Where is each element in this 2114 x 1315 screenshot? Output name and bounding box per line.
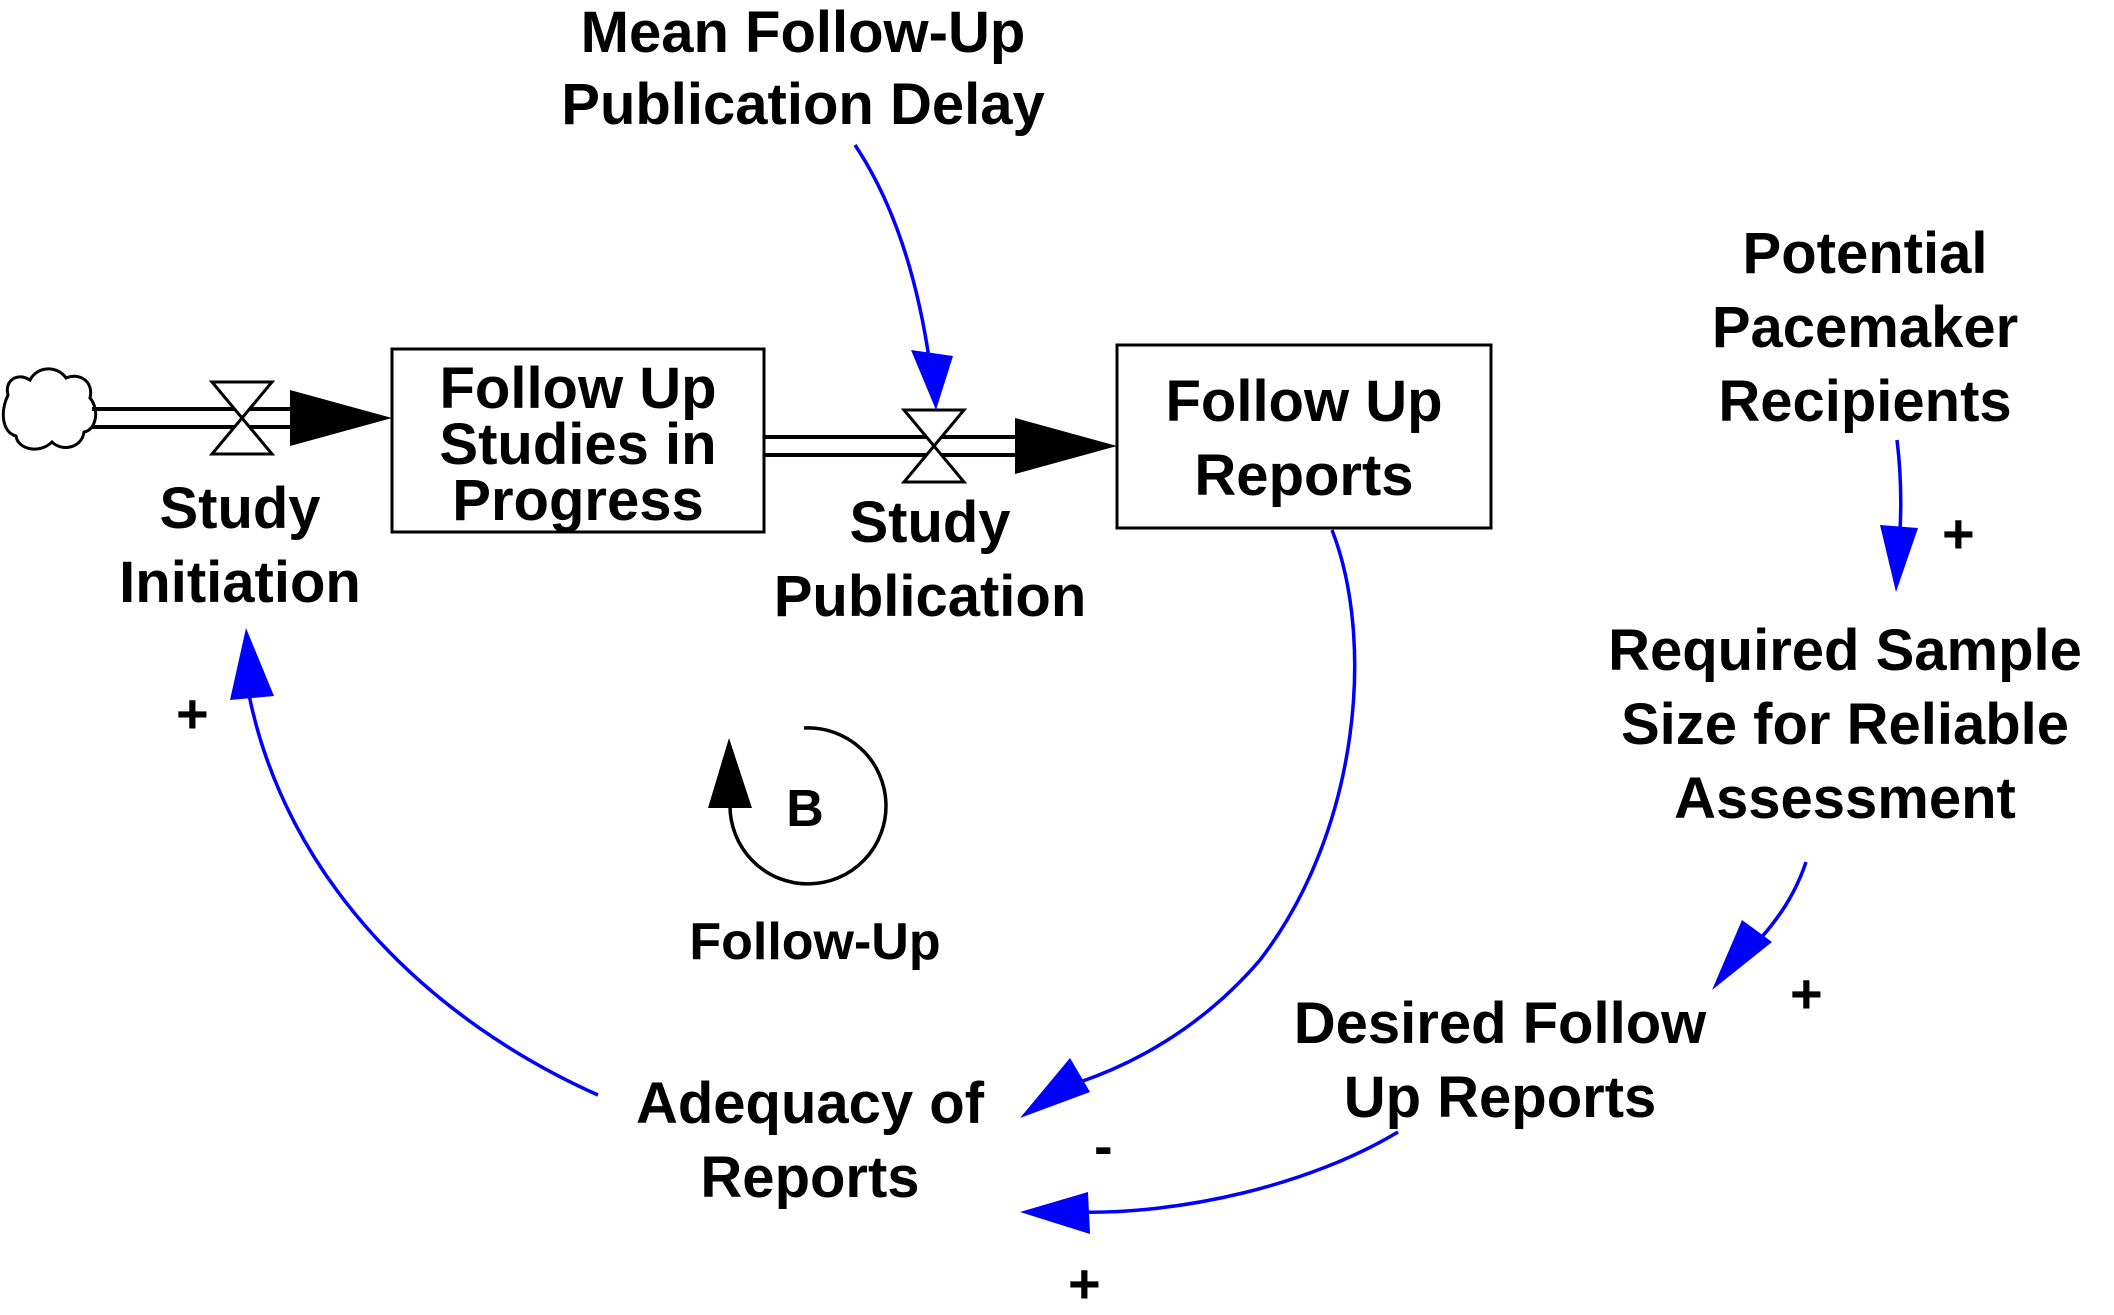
label-study-publication[interactable]: Study Publication xyxy=(773,490,1087,629)
arrowhead-desired-to-adequacy xyxy=(1020,1192,1090,1234)
label-mean-delay[interactable]: Mean Follow-Up Publication Delay xyxy=(561,0,1045,137)
link-desired-to-adequacy xyxy=(1074,1130,1399,1214)
study-initiation-valve-icon[interactable] xyxy=(208,380,276,456)
polarity-sample-to-desired: + xyxy=(1790,962,1823,1025)
arrowhead-sample-to-desired xyxy=(1712,920,1772,990)
polarity-recipients-to-sample: + xyxy=(1942,502,1975,565)
arrowhead-delay-to-publication xyxy=(911,350,953,410)
stock-studies-in-progress[interactable] xyxy=(390,347,766,534)
study-publication-valve-icon[interactable] xyxy=(900,408,968,484)
label-study-initiation[interactable]: Study Initiation xyxy=(119,476,361,615)
polarity-desired-to-adequacy: + xyxy=(1068,1252,1101,1315)
polarity-adequacy-to-initiation: + xyxy=(176,682,209,745)
inflow-pipe xyxy=(92,390,392,446)
publication-pipe xyxy=(764,418,1117,474)
arrowhead-reports-to-adequacy xyxy=(1020,1058,1090,1118)
arrowhead-recipients-to-sample xyxy=(1880,525,1918,592)
label-required-sample[interactable]: Required Sample Size for Reliable Assess… xyxy=(1608,618,2082,831)
causal-links xyxy=(246,144,1903,1214)
arrowhead-adequacy-to-initiation xyxy=(230,628,274,700)
balancing-loop-icon xyxy=(708,726,888,886)
link-delay-to-publication xyxy=(853,144,932,366)
stock-follow-up-reports[interactable] xyxy=(1115,343,1493,530)
link-arrowheads xyxy=(230,350,1918,1234)
label-stock-follow-up-reports: Follow Up Reports xyxy=(1165,369,1443,508)
link-adequacy-to-initiation xyxy=(246,689,599,1097)
source-cloud-icon xyxy=(1,367,98,451)
polarity-reports-to-adequacy: - xyxy=(1094,1114,1113,1177)
loop-symbol: B xyxy=(786,780,824,838)
link-reports-to-adequacy xyxy=(1079,529,1357,1084)
label-stock-studies-in-progress: Follow Up Studies in Progress xyxy=(439,356,717,533)
label-potential-recipients[interactable]: Potential Pacemaker Recipients xyxy=(1711,221,2019,434)
loop-name: Follow-Up xyxy=(689,913,941,971)
label-desired-reports[interactable]: Desired Follow Up Reports xyxy=(1293,991,1707,1130)
label-adequacy[interactable]: Adequacy of Reports xyxy=(635,1071,985,1210)
